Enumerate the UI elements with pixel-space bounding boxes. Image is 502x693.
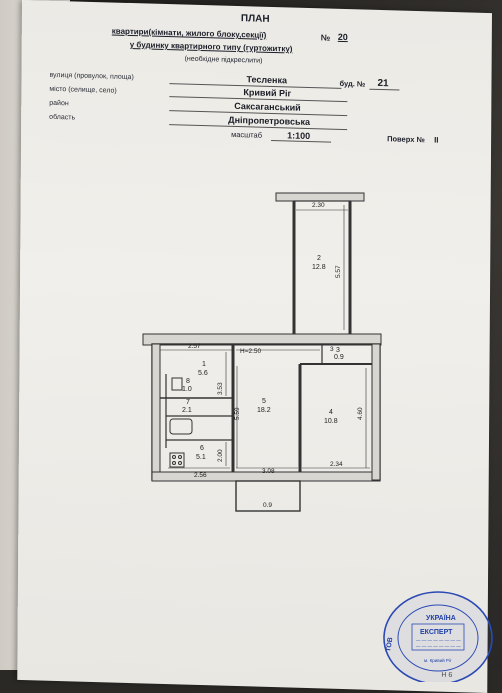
expert-stamp: УКРАЇНА ЕКСПЕРТ — — — — — — — — — — — — … [383, 591, 493, 682]
room-3-area: 0.9 [334, 354, 344, 361]
stamp-bottom: м. Кривий Ріг [424, 657, 452, 663]
stamp-side: ТОВ [385, 637, 394, 653]
stove [169, 452, 185, 468]
toilet [171, 377, 183, 391]
bathtub [169, 418, 193, 435]
room-7-area: 2.1 [182, 407, 192, 414]
room-8-number: 8 [186, 378, 190, 385]
room-6-number: 6 [200, 445, 204, 452]
dim-bottom-right: 2.34 [330, 461, 343, 468]
right-wall [371, 343, 381, 481]
dim-room5-width: H=2.50 [240, 348, 262, 355]
room-5-area: 18.2 [257, 407, 271, 414]
room-2-area: 12.8 [312, 264, 326, 271]
room-7-number: 7 [186, 399, 190, 406]
room-1-area: 5.6 [198, 370, 208, 377]
room-3-number: 3 [336, 347, 340, 354]
svg-text:— — — — — — — —: — — — — — — — — [416, 644, 461, 649]
svg-text:— — — — — — — —: — — — — — — — — [416, 638, 461, 643]
room-4-area: 10.8 [324, 418, 338, 425]
stamp-country: УКРАЇНА [426, 614, 456, 622]
dim-room5-depth: 5.59 [234, 407, 241, 420]
stamp-title: ЕКСПЕРТ [420, 629, 453, 636]
top-wall [142, 333, 382, 346]
room-1-number: 1 [202, 361, 206, 368]
dim-bottom-left: 2.56 [194, 472, 207, 479]
room-4-number: 4 [329, 409, 333, 416]
entry-outline [235, 480, 301, 512]
balcony-top-wall [275, 192, 365, 202]
dim-room4-depth: 4.60 [357, 407, 364, 420]
left-wall [151, 343, 161, 481]
dim-bottom-mid: 3.08 [262, 468, 275, 475]
room-8-area: 1.0 [182, 386, 192, 393]
dim-room1-width: 2.57 [188, 343, 201, 350]
dim-room1-depth: 3.53 [217, 382, 224, 395]
dim-kitchen-depth: 2.00 [217, 449, 224, 462]
floor-plan: 2.30 5.57 2.57 H=2.50 3 3.53 5.59 4.60 2… [142, 192, 382, 512]
dim-balcony-depth: 5.57 [335, 265, 342, 278]
room-5-number: 5 [262, 398, 266, 405]
room-2-number: 2 [317, 255, 321, 262]
room-6-area: 5.1 [196, 454, 206, 461]
dim-closet-width: 3 [330, 346, 334, 353]
dim-balcony-width: 2.30 [312, 202, 325, 209]
dim-entry: 0.9 [263, 502, 272, 509]
